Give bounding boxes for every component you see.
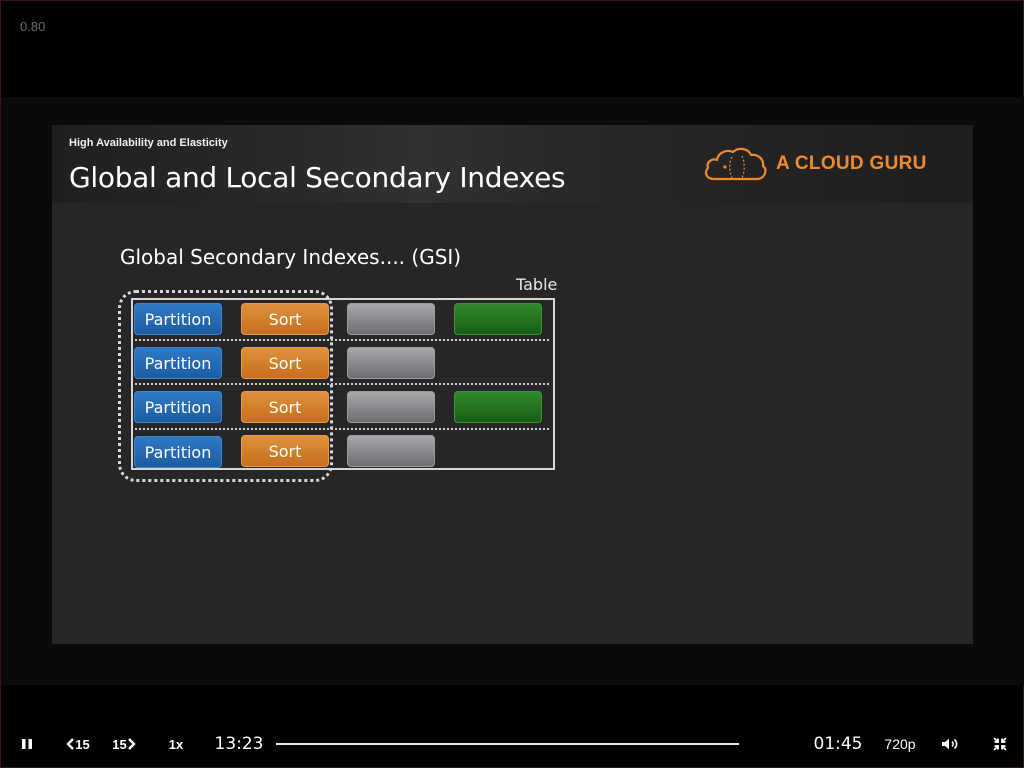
cloud-logo-icon	[704, 147, 767, 181]
sort-key-cell: Sort	[241, 303, 329, 335]
sort-key-cell: Sort	[241, 347, 329, 379]
sort-key-cell: Sort	[241, 391, 329, 423]
quality-label: 720p	[884, 736, 916, 752]
rewind-15-button[interactable]: 15	[61, 721, 95, 767]
volume-icon	[942, 738, 958, 750]
play-pause-button[interactable]	[13, 721, 41, 767]
attribute-cell-gray	[347, 347, 435, 379]
partition-key-cell: Partition	[134, 347, 222, 379]
table-outline	[131, 298, 555, 470]
row-divider	[135, 383, 549, 385]
logo-text: A CLOUD GURU	[776, 153, 927, 174]
chevron-right-icon	[127, 738, 136, 750]
table-caption: Table	[516, 275, 558, 294]
progress-bar[interactable]	[276, 743, 739, 745]
playback-speed-button[interactable]: 1x	[161, 721, 191, 767]
slide-title: Global and Local Secondary Indexes	[69, 161, 566, 194]
volume-button[interactable]	[937, 721, 963, 767]
remaining-time: 01:45	[809, 721, 867, 767]
gsi-index-outline	[118, 290, 333, 482]
gsi-heading: Global Secondary Indexes.... (GSI)	[120, 245, 462, 269]
partition-key-cell: Partition	[134, 436, 222, 468]
progress-fill	[276, 743, 739, 745]
attribute-cell-green	[454, 391, 542, 423]
partition-key-cell: Partition	[134, 303, 222, 335]
attribute-cell-gray	[347, 391, 435, 423]
elapsed-time-text: 13:23	[214, 734, 264, 754]
partition-key-cell: Partition	[134, 391, 222, 423]
chevron-left-icon	[66, 738, 75, 750]
speed-readout: 0.80	[20, 19, 46, 34]
player-control-bar: 15 15 1x 13:23 01:45 720p	[1, 721, 1024, 767]
rewind-label: 15	[75, 736, 90, 752]
slide: High Availability and Elasticity Global …	[52, 125, 973, 644]
speed-label: 1x	[168, 736, 184, 752]
remaining-time-text: 01:45	[813, 734, 863, 754]
exit-fullscreen-icon	[993, 737, 1007, 751]
row-divider	[135, 339, 549, 341]
pause-icon	[22, 739, 32, 749]
attribute-cell-green	[454, 303, 542, 335]
slide-header: High Availability and Elasticity Global …	[52, 125, 973, 203]
slide-subtitle: High Availability and Elasticity	[69, 137, 228, 149]
exit-fullscreen-button[interactable]	[987, 721, 1013, 767]
forward-15-button[interactable]: 15	[107, 721, 141, 767]
elapsed-time: 13:23	[211, 721, 267, 767]
forward-label: 15	[112, 736, 127, 752]
attribute-cell-gray	[347, 435, 435, 467]
quality-button[interactable]: 720p	[879, 721, 921, 767]
acloudguru-logo: A CLOUD GURU	[702, 145, 927, 183]
row-divider	[135, 428, 549, 430]
attribute-cell-gray	[347, 303, 435, 335]
sort-key-cell: Sort	[241, 435, 329, 467]
